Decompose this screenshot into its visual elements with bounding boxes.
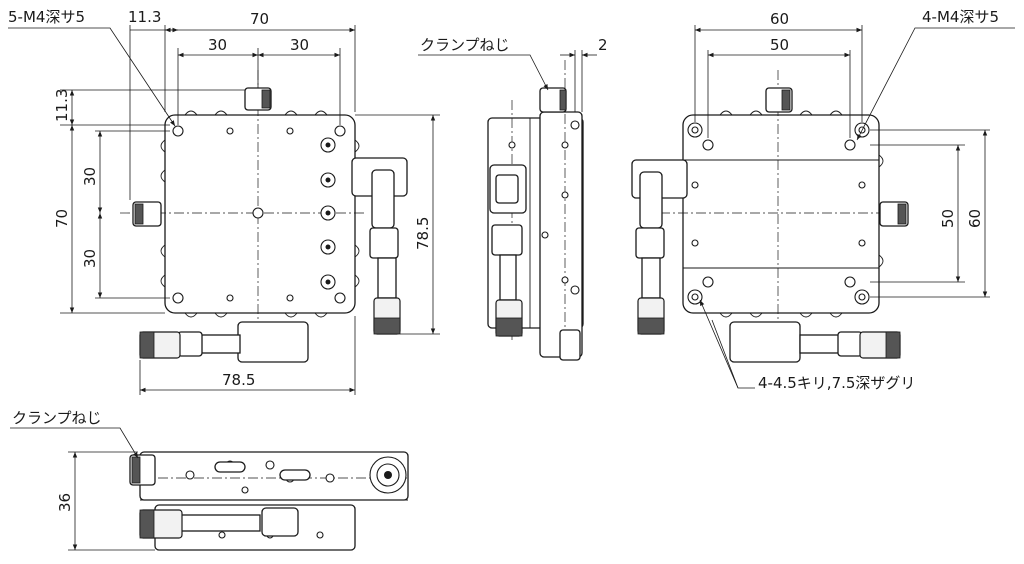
front-view-clamp-callout: クランプねじ <box>12 409 102 427</box>
top-view-dim-width: 70 <box>250 10 269 28</box>
top-view-threaded-holes <box>172 125 346 304</box>
front-view: クランプねじ 36 <box>10 409 410 551</box>
top-view-dim-total-height: 78.5 <box>414 217 432 250</box>
bottom-view: 60 50 4-M4深サ5 50 60 4-4.5キリ,7.5深ザグリ <box>631 8 1015 392</box>
bottom-view-micrometer-left <box>631 159 688 335</box>
bottom-view-thread-callout: 4-M4深サ5 <box>922 8 999 26</box>
bottom-view-holes <box>687 122 870 348</box>
top-view: 5-M4深サ5 11.3 70 30 30 11.3 70 30 30 78.5… <box>8 8 440 395</box>
top-view-dim-pitch-right: 30 <box>290 36 309 54</box>
top-view-dim-pitch-lower: 30 <box>81 249 99 268</box>
front-view-upper-stage <box>139 451 409 501</box>
bottom-view-counterbore-callout: 4-4.5キリ,7.5深ザグリ <box>758 374 915 392</box>
top-view-dim-pitch-upper: 30 <box>81 167 99 186</box>
top-view-left-clamp-knurl <box>134 203 144 225</box>
side-view-holes <box>508 120 580 295</box>
bottom-view-dim-width-outer: 60 <box>770 10 789 28</box>
bottom-view-body <box>682 114 880 314</box>
top-view-dimensions <box>8 25 440 395</box>
top-view-edge-scallops <box>160 110 360 318</box>
top-view-dim-total-width: 78.5 <box>222 371 255 389</box>
top-view-dim-height: 70 <box>53 209 71 228</box>
bottom-view-dim-height-outer: 60 <box>966 209 984 228</box>
bottom-view-dim-width-inner: 50 <box>770 36 789 54</box>
top-view-dim-pitch-left: 30 <box>208 36 227 54</box>
top-view-dim-offset-top: 11.3 <box>128 8 161 26</box>
bottom-view-edge-scallops <box>719 110 884 318</box>
side-view-clamp-callout: クランプねじ <box>420 36 510 54</box>
front-view-dim-height: 36 <box>56 493 74 512</box>
top-view-micrometer-bottom <box>139 321 309 363</box>
top-view-dim-offset-left: 11.3 <box>53 89 71 122</box>
side-view: クランプねじ 2 <box>418 36 608 361</box>
top-view-thread-callout: 5-M4深サ5 <box>8 8 85 26</box>
top-view-micrometer-right <box>351 157 408 335</box>
top-view-clamp-knurl <box>261 89 271 109</box>
bottom-view-micrometer-bottom <box>729 321 901 363</box>
side-view-dim-gap: 2 <box>598 36 608 54</box>
bottom-view-dim-height-inner: 50 <box>939 209 957 228</box>
